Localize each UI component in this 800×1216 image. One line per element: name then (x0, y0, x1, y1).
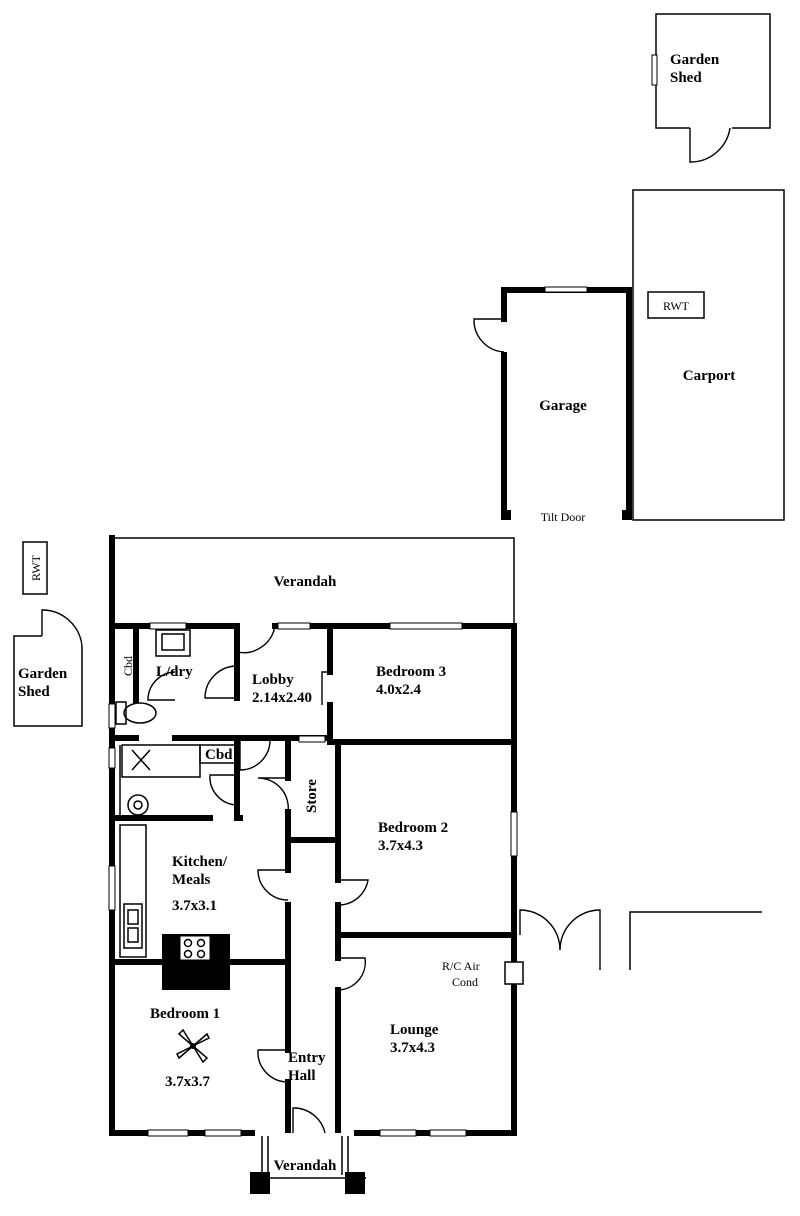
carport-label: Carport (683, 368, 736, 384)
entry-hall-label-2: Hall (288, 1068, 316, 1084)
ceiling-fan-icon (175, 1028, 211, 1064)
garage: Garage Tilt Door (473, 286, 632, 524)
kitchen-bench (119, 824, 147, 958)
garden-shed-left-label-2: Shed (18, 684, 50, 700)
bedroom3-size: 4.0x2.4 (376, 682, 422, 698)
rwt-left-label: RWT (29, 554, 43, 581)
kitchen-label-1: Kitchen/ (172, 854, 228, 870)
kitchen-label-2: Meals (172, 872, 210, 888)
bedroom2-label: Bedroom 2 (378, 820, 448, 836)
garden-shed-left: Garden Shed (13, 609, 83, 727)
bedroom3-label: Bedroom 3 (376, 664, 446, 680)
carport: RWT Carport (632, 189, 785, 521)
verandah-bottom-label: Verandah (274, 1158, 337, 1174)
laundry-label: L/dry (156, 664, 193, 680)
garden-shed-left-label-1: Garden (18, 666, 68, 682)
room-labels: Verandah Cbd L/dry Lobby 2.14x2.40 Bedro… (121, 574, 480, 1090)
fixtures (115, 629, 524, 1064)
kitchen-size: 3.7x3.1 (172, 898, 217, 914)
bedroom1-label: Bedroom 1 (150, 1006, 220, 1022)
doors (147, 625, 762, 1134)
aircon-label-2: Cond (452, 975, 478, 989)
air-conditioner (504, 961, 524, 985)
rwt-top-label: RWT (663, 299, 690, 313)
garage-label: Garage (539, 398, 587, 414)
lobby-label: Lobby (252, 672, 294, 688)
toilet (123, 702, 157, 724)
lounge-size: 3.7x4.3 (390, 1040, 435, 1056)
aircon-label-1: R/C Air (442, 959, 480, 973)
garden-shed-top: Garden Shed (651, 13, 771, 163)
lobby-size: 2.14x2.40 (252, 690, 312, 706)
bath-tub (121, 744, 201, 778)
windows (108, 622, 518, 1137)
entry-hall-label-1: Entry (288, 1050, 326, 1066)
garden-shed-top-label-2: Shed (670, 70, 702, 86)
laundry-tub (155, 629, 191, 657)
cbd-laundry-label: Cbd (121, 656, 135, 676)
basin (127, 794, 149, 816)
cbd-bath-label: Cbd (205, 747, 233, 763)
lounge-label: Lounge (390, 1022, 439, 1038)
bedroom1-size: 3.7x3.7 (165, 1074, 211, 1090)
rwt-tank-left: RWT (22, 541, 48, 595)
garden-shed-top-label-1: Garden (670, 52, 720, 68)
store-label: Store (304, 779, 320, 813)
rwt-tank-top (647, 291, 705, 319)
verandah-top-label: Verandah (274, 574, 337, 590)
bedroom2-size: 3.7x4.3 (378, 838, 423, 854)
front-verandah: Verandah (250, 1136, 366, 1194)
tilt-door-label: Tilt Door (541, 510, 586, 524)
